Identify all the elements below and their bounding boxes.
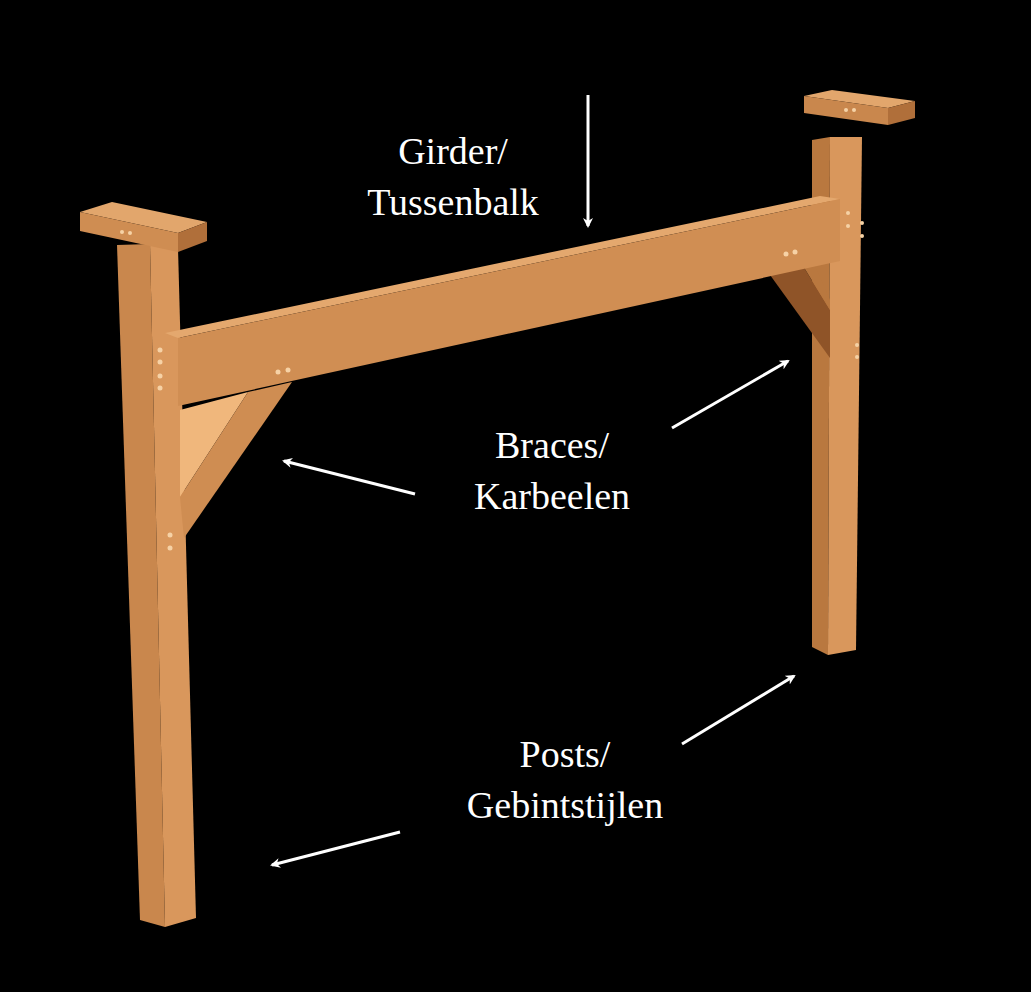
part-label: Braces/ Karbeelen	[474, 420, 630, 523]
post-arrow	[272, 832, 400, 865]
left-brace	[180, 382, 292, 538]
post-arrow	[682, 676, 794, 744]
brace-arrow	[672, 361, 788, 428]
right-post-cap	[804, 90, 915, 125]
left-post-cap	[80, 202, 207, 252]
pegs	[120, 108, 864, 551]
part-label: Girder/ Tussenbalk	[367, 126, 539, 229]
part-label: Posts/ Gebintstijlen	[467, 729, 663, 832]
girder	[165, 196, 840, 406]
leader-arrows	[272, 95, 794, 865]
brace-arrow	[284, 461, 415, 494]
girder-arrow	[587, 95, 590, 226]
